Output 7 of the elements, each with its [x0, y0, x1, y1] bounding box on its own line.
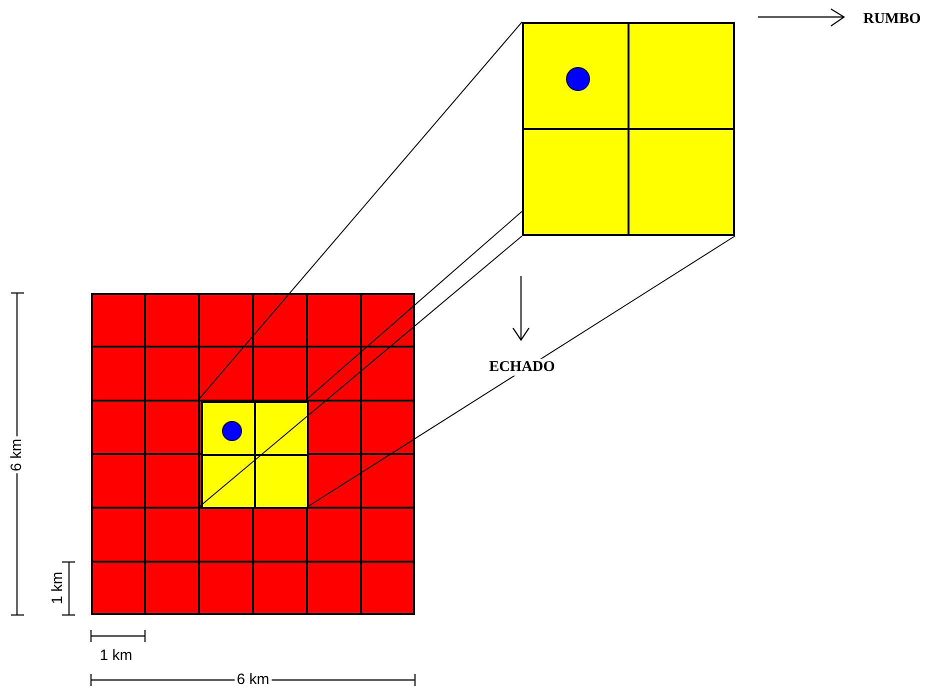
projection-line [306, 210, 522, 400]
projection-line [198, 236, 522, 508]
projection-line [198, 22, 522, 400]
grid-block [522, 22, 735, 236]
direction-label: ECHADO [487, 358, 557, 376]
grid-map [91, 293, 415, 615]
grid-block [201, 401, 309, 509]
